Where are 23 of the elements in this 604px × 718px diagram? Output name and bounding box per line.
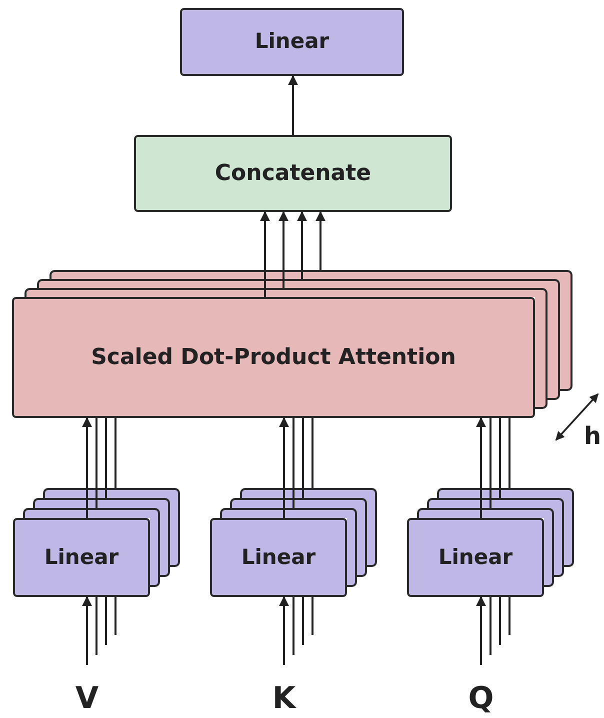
arrow [278,211,288,288]
input-label: K [271,680,298,718]
arrow [476,596,486,665]
arrow [82,417,92,518]
head-count-label: h [584,421,602,452]
arrow [260,211,270,297]
linear-box [180,8,404,76]
box-label: Concatenate [214,160,372,188]
box-label: Linear [438,544,513,571]
arrow [297,211,307,279]
arrow [288,75,298,135]
concatenate-box [134,135,452,212]
arrow [279,596,289,665]
box-label: Scaled Dot-Product Attention [91,344,456,372]
box-label: Linear [241,544,316,571]
arrow [82,596,92,665]
input-label: Q [467,680,495,718]
arrow [476,417,486,518]
input-label: V [74,680,100,718]
arrow [279,417,289,518]
box-label: Linear [254,28,330,56]
arrow [316,211,326,270]
box-label: Linear [44,544,119,571]
